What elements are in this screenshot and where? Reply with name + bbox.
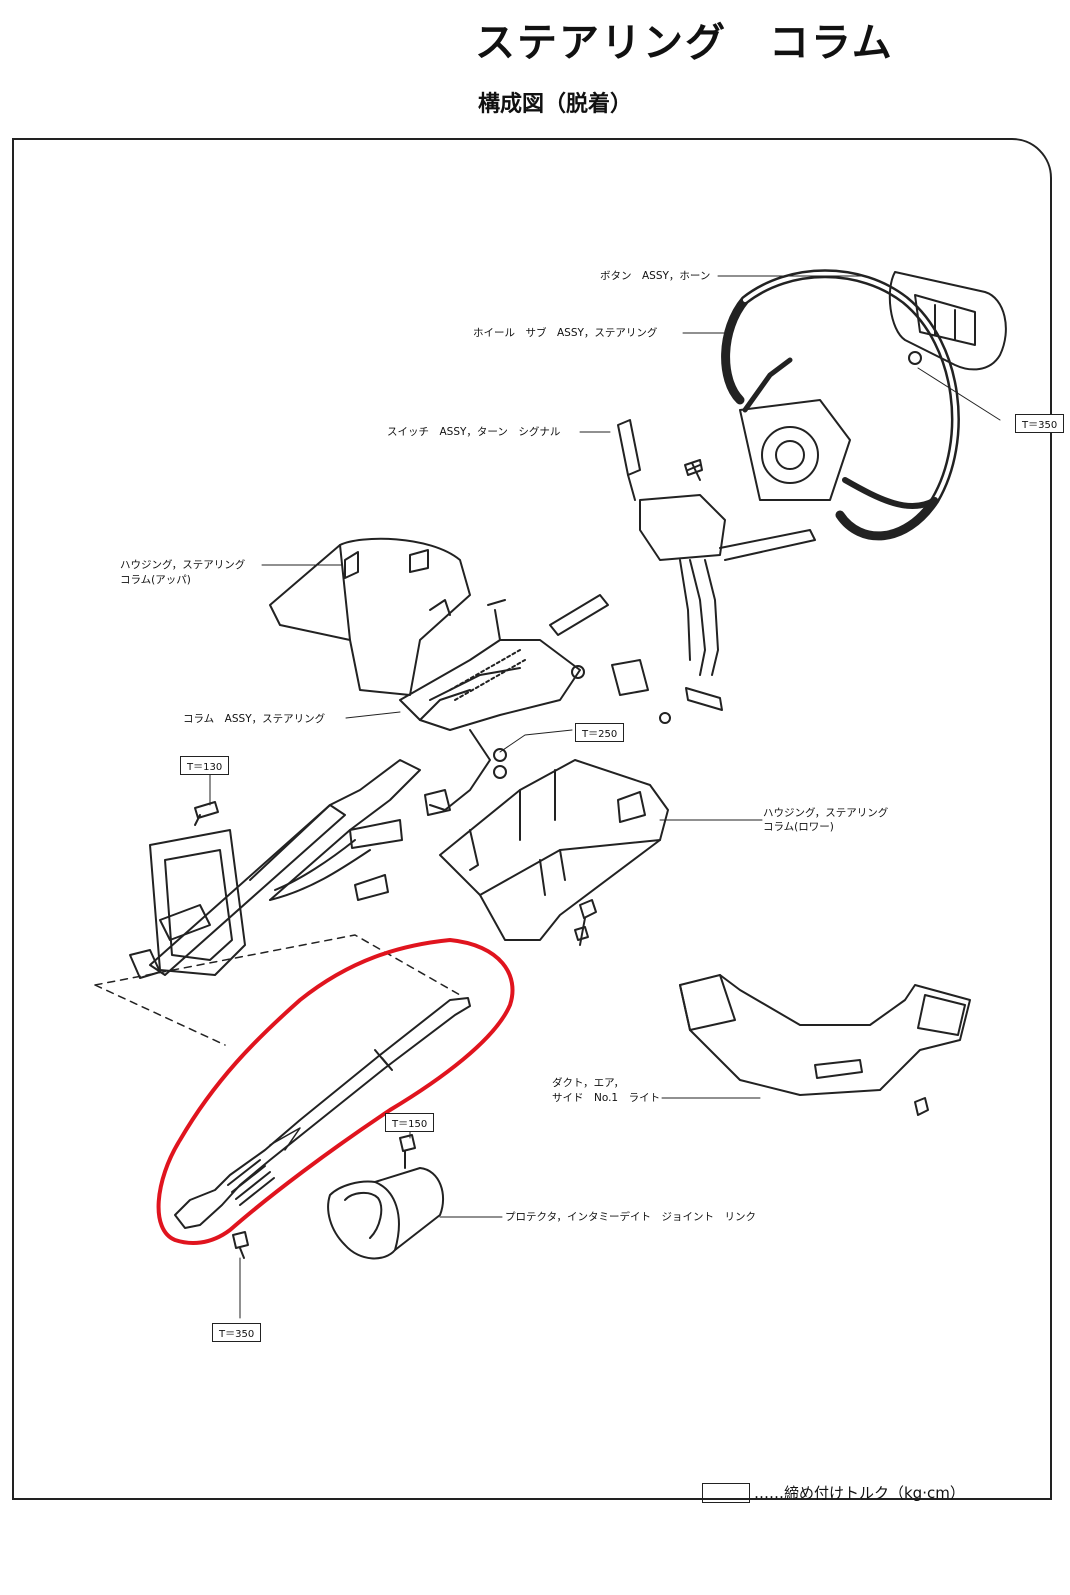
steering-wheel — [721, 269, 960, 541]
protector — [327, 1167, 445, 1260]
label-duct-line2: サイド No.1 ライト — [552, 1092, 661, 1104]
diagram-frame — [12, 138, 1052, 1500]
torque-badge-250: T＝250 — [575, 723, 625, 742]
torque-badge-150: T＝150 — [385, 1113, 435, 1132]
intermediate-shaft — [174, 997, 471, 1229]
horn-button — [888, 271, 1007, 371]
label-upper-housing-line2: コラム(アッパ) — [120, 574, 191, 586]
label-lower-housing-line2: コラム(ロワー) — [763, 821, 834, 833]
label-wheel-sub: ホイール サブ ASSY，ステアリング — [473, 327, 658, 339]
label-protector: プロテクタ，インタミーデイト ジョイント リンク — [505, 1211, 757, 1223]
turn-signal-switch — [611, 419, 816, 724]
legend-box — [702, 1482, 750, 1503]
torque-legend: ……締め付けトルク（kg·cm） — [702, 1482, 965, 1503]
label-duct-line1: ダクト，エア， — [552, 1077, 625, 1089]
label-horn-button: ボタン ASSY，ホーン — [600, 270, 711, 282]
air-duct — [679, 974, 971, 1096]
label-lower-housing-line1: ハウジング，ステアリング — [763, 807, 889, 819]
torque-badge-350-top: T＝350 — [1015, 414, 1065, 433]
label-turn-signal-switch: スイッチ ASSY，ターン シグナル — [387, 426, 561, 438]
bolts — [194, 459, 929, 1259]
legend-text: ……締め付けトルク（kg·cm） — [754, 1484, 965, 1502]
leader-lines — [209, 275, 1001, 1319]
lower-housing — [439, 759, 669, 941]
torque-badge-130: T＝130 — [180, 756, 230, 775]
torque-badge-350-bottom: T＝350 — [212, 1323, 262, 1342]
page-subtitle: 構成図（脱着） — [478, 92, 633, 117]
upper-housing — [269, 537, 471, 696]
steering-column — [129, 594, 609, 979]
label-column-assy: コラム ASSY，ステアリング — [183, 713, 326, 725]
highlight-circle — [156, 937, 515, 1245]
page-title: ステアリング コラム — [475, 20, 894, 66]
label-upper-housing-line1: ハウジング，ステアリング — [120, 559, 246, 571]
